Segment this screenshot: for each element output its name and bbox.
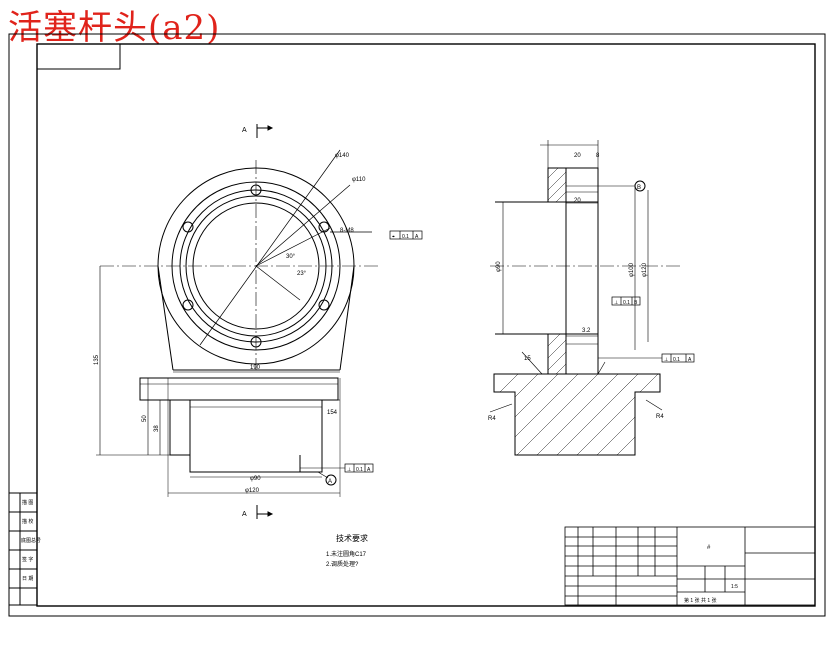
perpendicular-icon: ⊥ (614, 300, 618, 306)
angle-30: 30° (286, 254, 296, 260)
runout-icon: ⊥ (664, 357, 668, 363)
code-box (36, 43, 121, 70)
side-dim-right-2: φ100 (629, 262, 635, 277)
dim-dia-large: φ120 (245, 488, 260, 494)
side-dim-top-1: 20 (574, 153, 581, 159)
section-label-bottom: A (242, 511, 247, 518)
section-marker-top (256, 124, 274, 138)
hole-tolerance: 0.1 (402, 234, 409, 240)
title-block-part-mark: # (707, 545, 711, 551)
title-block-sheet: 第 1 张 共 1 张 (684, 597, 717, 604)
left-strip-label: 描 图 (22, 499, 33, 506)
dim-height-line (96, 266, 175, 456)
side-dim-small: 3.2 (582, 328, 591, 334)
datum-b: B (637, 185, 641, 191)
left-strip-label: 描 校 (22, 518, 33, 525)
tol-mid-datum: B (634, 300, 638, 306)
angle-23: 23° (297, 271, 307, 277)
bottom-view (139, 377, 345, 497)
inner-border (36, 43, 816, 607)
side-view (490, 140, 680, 456)
notes-line: 1.未注圆角C17 (326, 550, 367, 558)
chamfer-leaders (489, 351, 663, 413)
left-strip (8, 492, 38, 606)
section-marker-bottom (256, 505, 274, 519)
chamfer-3: R4 (656, 414, 664, 420)
drawing-title: 活塞杆头(a2) (8, 8, 221, 48)
title-block (564, 526, 816, 606)
dim-dia-outer: φ140 (335, 153, 350, 159)
chamfer-1: 15 (524, 356, 531, 362)
side-dim-top-2: 8 (596, 153, 600, 159)
chamfer-2: R4 (488, 416, 496, 422)
title-block-scale: 1:5 (731, 584, 738, 590)
flatness-datum: A (367, 467, 371, 473)
side-dim-left: φ90 (496, 261, 502, 272)
tolerance-frame-mid: ⊥ 0.1 B (611, 296, 641, 306)
section-label-top: A (242, 127, 247, 134)
side-dim-inner: 20 (574, 198, 581, 204)
notes-heading: 技术要求 (336, 533, 368, 543)
hole-callout: 8-M8 ⌖ 0.1 A (330, 228, 423, 240)
left-strip-label: 签 字 (22, 556, 33, 563)
flatness-frame: ⊥ 0.1 A (344, 463, 374, 473)
dim-dia-inner: φ110 (352, 177, 366, 183)
hole-datum: A (415, 234, 419, 240)
tol-low: 0.1 (673, 357, 680, 363)
side-dim-right-1: φ120 (642, 262, 648, 277)
tol-low-datum: A (688, 357, 692, 363)
bolt-holes (182, 184, 330, 348)
front-view (100, 149, 380, 371)
outer-border (8, 33, 826, 617)
holes-label: 8-M8 (340, 228, 354, 234)
tol-mid: 0.1 (623, 300, 630, 306)
datum-a: A (328, 479, 332, 485)
hatch (499, 167, 659, 456)
dim-dia-small: φ90 (250, 476, 261, 482)
tolerance-frame-low: ⊥ 0.1 A (598, 353, 695, 363)
flatness-value: 0.1 (356, 467, 363, 473)
left-strip-label: 日 期 (22, 576, 33, 582)
notes-line: 2.调质处理? (326, 560, 359, 568)
dim-height: 135 (94, 354, 100, 365)
dim-width: 190 (250, 365, 261, 371)
datum-b-marker: B (598, 180, 646, 192)
dim-right: 154 (327, 410, 338, 416)
flatness-icon: ⊥ (347, 467, 351, 473)
left-strip-label: 底图总号 (21, 537, 41, 544)
dim-left-2: 38 (154, 425, 160, 432)
position-symbol-icon: ⌖ (392, 234, 395, 240)
dim-left-1: 50 (142, 415, 148, 422)
